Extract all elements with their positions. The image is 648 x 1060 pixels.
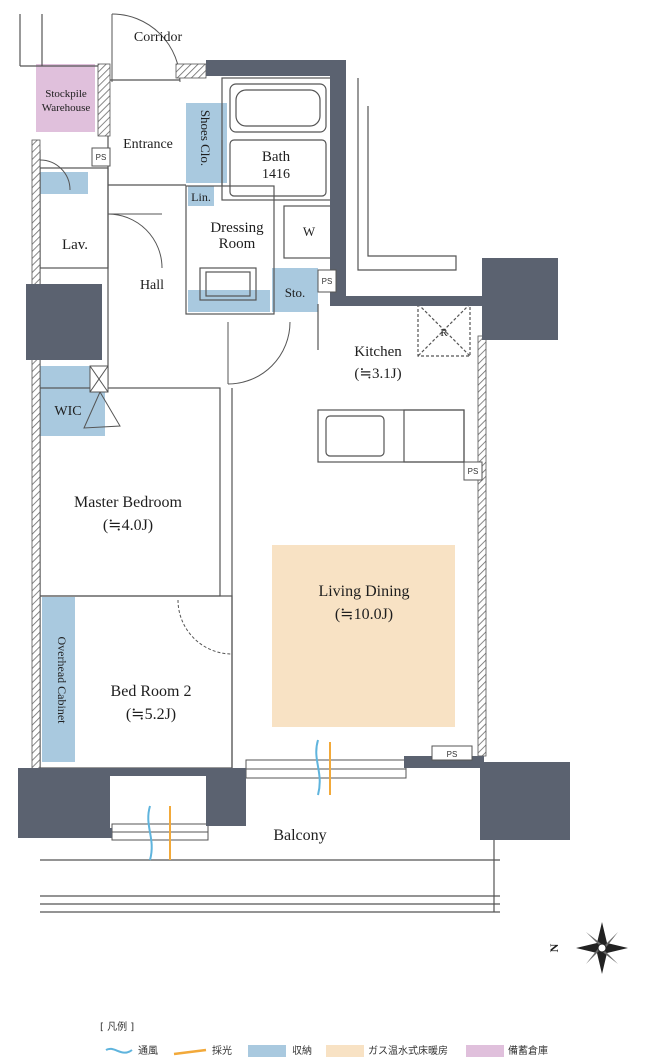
shoes-closet-label: Shoes Clo. xyxy=(198,110,213,166)
dressing-room-label-2: Room xyxy=(219,236,256,252)
stockpile-warehouse-fill xyxy=(36,64,95,132)
kitchen-size-label: (≒3.1J) xyxy=(354,366,401,382)
wic-label: WIC xyxy=(54,404,81,419)
master-bedroom-size-label: (≒4.0J) xyxy=(103,517,153,534)
windows xyxy=(111,759,407,841)
legend-daylight: 採光 xyxy=(212,1044,232,1057)
balcony-label: Balcony xyxy=(273,827,326,844)
linen-closet-fill xyxy=(188,186,214,206)
hall-label: Hall xyxy=(140,278,164,293)
lav-label: Lav. xyxy=(62,237,88,253)
solid-walls xyxy=(18,60,570,840)
legend-stockpile: 備蓄倉庫 xyxy=(508,1044,548,1057)
refrigerator-label: R xyxy=(440,327,448,339)
living-dining-size-label: (≒10.0J) xyxy=(335,606,393,623)
kitchen-label: Kitchen xyxy=(354,344,402,360)
floor-heating-area xyxy=(272,545,455,727)
stockpile-label-1: Stockpile xyxy=(45,88,87,100)
daylight-legend-icon xyxy=(173,1048,207,1056)
sto-label: Sto. xyxy=(285,285,306,300)
ps-boxes xyxy=(89,147,483,761)
legend-floor-heating: ガス温水式床暖房 xyxy=(368,1044,448,1057)
door-swings xyxy=(39,13,291,655)
hatched-walls xyxy=(31,63,487,771)
legend-title: [ 凡例 ] xyxy=(100,1020,134,1033)
bath-label: Bath xyxy=(262,149,291,165)
sto-closet-fill xyxy=(272,268,318,312)
shoes-closet-fill xyxy=(186,103,227,183)
legend-ventilation: 通風 xyxy=(138,1045,158,1057)
living-dining-label: Living Dining xyxy=(318,583,409,600)
ventilation-arrows xyxy=(147,739,331,861)
dressing-room-label-1: Dressing xyxy=(210,220,264,236)
legend: 通風 採光 収納 ガス温水式床暖房 備蓄倉庫 xyxy=(105,1044,548,1057)
lav-storage-fill xyxy=(40,172,88,194)
corridor-label: Corridor xyxy=(134,30,183,45)
compass-north-label: N xyxy=(547,943,561,952)
ps-label: PS xyxy=(96,153,107,162)
ventilation-legend-icon xyxy=(105,1047,133,1054)
stockpile-label-2: Warehouse xyxy=(42,102,91,114)
bed-room-2-label: Bed Room 2 xyxy=(111,683,192,700)
ps-label: PS xyxy=(322,277,333,286)
stockpile-legend-swatch xyxy=(466,1045,504,1057)
entrance-label: Entrance xyxy=(123,137,173,152)
bath-size-label: 1416 xyxy=(262,167,290,182)
ps-label: PS xyxy=(447,750,458,759)
storage-legend-swatch xyxy=(248,1045,286,1057)
floor-heating-legend-swatch xyxy=(326,1045,364,1057)
washer-label: W xyxy=(303,224,316,239)
linen-closet-label: Lin. xyxy=(191,190,211,204)
bed-room-2-size-label: (≒5.2J) xyxy=(126,706,176,723)
compass xyxy=(576,922,628,974)
legend-storage: 収納 xyxy=(292,1044,312,1057)
overhead-cabinet-label: Overhead Cabinet xyxy=(55,637,69,725)
master-bedroom-label: Master Bedroom xyxy=(74,494,183,511)
ps-label: PS xyxy=(468,467,479,476)
overhead-cabinet-fill xyxy=(42,597,75,762)
